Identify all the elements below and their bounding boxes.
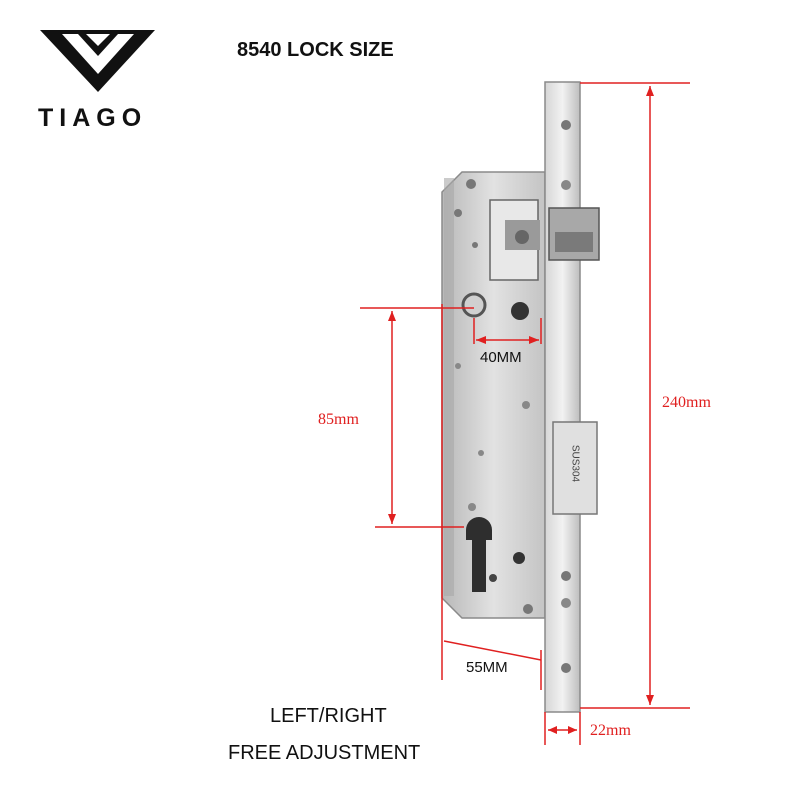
caption-line-1: LEFT/RIGHT <box>270 705 387 727</box>
case-depth-label: 55MM <box>466 659 508 676</box>
faceplate-width-label: 22mm <box>590 722 631 739</box>
page-title: 8540 LOCK SIZE <box>237 39 394 61</box>
v-logo-icon <box>40 30 155 92</box>
center-distance-label: 40MM <box>480 349 522 366</box>
faceplate-stamp: SUS304 <box>569 444 581 483</box>
backset-dimension-label: 85mm <box>318 411 359 428</box>
caption-line-2: FREE ADJUSTMENT <box>228 742 421 764</box>
brand-name: TIAGO <box>38 104 148 132</box>
height-dimension-label: 240mm <box>662 394 711 411</box>
